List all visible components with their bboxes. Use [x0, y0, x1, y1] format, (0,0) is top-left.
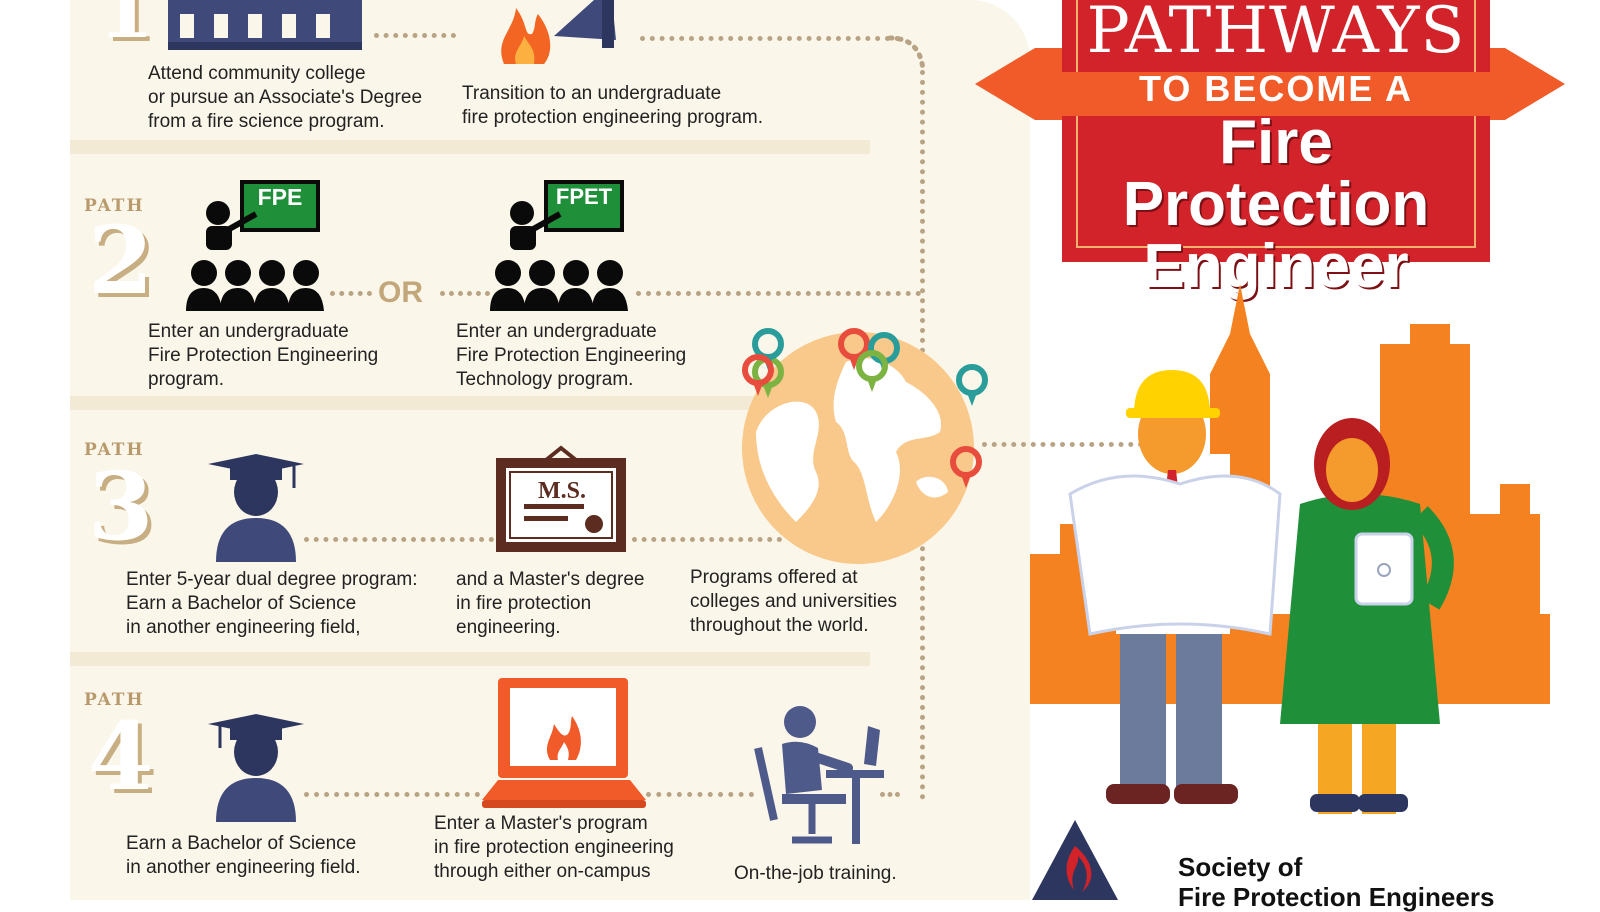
path1-step1-text: Attend community college or pursue an As… [148, 63, 423, 132]
connector [374, 33, 456, 38]
masters-certificate-icon [496, 445, 626, 552]
path2-step2-text: Enter an undergraduate Fire Protection E… [456, 321, 687, 390]
laptop-icon [482, 678, 646, 808]
path3-step3-text: Programs offered at colleges and univers… [690, 567, 898, 636]
ms-label: M.S. [538, 478, 586, 504]
connector [440, 291, 490, 296]
path-label: PATH [84, 690, 145, 710]
engineers-illustration [1030, 284, 1550, 814]
globe-icon [742, 328, 988, 564]
row-divider [70, 140, 870, 154]
path-number: 4 [88, 702, 154, 812]
connector [646, 792, 754, 797]
connector-curve [887, 35, 926, 73]
title-banner [1062, 0, 1490, 262]
path2-step1-text: Enter an undergraduate Fire Protection E… [148, 321, 379, 390]
college-building-icon [168, 0, 362, 50]
title-pathways: PATHWAYS [1086, 0, 1466, 68]
fpe-badge: FPE [257, 184, 303, 210]
sfpe-name: Society of Fire Protection Engineers [1178, 852, 1495, 912]
connector [636, 291, 921, 296]
row-divider [70, 396, 870, 410]
graduate-icon [208, 454, 304, 562]
path1-step2-text: Transition to an undergraduate fire prot… [462, 83, 764, 128]
connector [632, 537, 782, 542]
office-worker-icon [754, 706, 884, 844]
fire-extinguisher-icon [501, 0, 616, 64]
fpet-badge: FPET [555, 184, 613, 209]
path4-step3-text: On-the-job training. [734, 863, 897, 884]
connector [640, 36, 900, 41]
path3-step2-text: and a Master's degree in fire protection… [456, 569, 645, 638]
sfpe-logo-icon [1032, 820, 1118, 900]
path-label: PATH [84, 440, 145, 460]
connector [880, 792, 900, 797]
classroom-icon [186, 180, 324, 311]
path-number: 2 [88, 206, 154, 316]
title-to-become: TO BECOME A [1138, 68, 1414, 109]
or-label: OR [378, 276, 423, 309]
title-ribbon-band [1040, 72, 1512, 116]
path-number: 3 [88, 452, 154, 562]
connector [304, 537, 494, 542]
path4-step1-text: Earn a Bachelor of Science in another en… [126, 833, 361, 878]
connector [330, 291, 372, 296]
connector [304, 792, 480, 797]
connector [982, 442, 1192, 447]
graduate-icon [208, 714, 304, 822]
path4-step2-text: Enter a Master's program in fire protect… [434, 813, 674, 882]
title-profession: Fire Protection Engineer [1122, 108, 1430, 301]
classroom-icon [490, 180, 628, 311]
row-divider [70, 652, 870, 666]
path-label: PATH [84, 196, 145, 216]
path-number: 1 [98, 0, 154, 56]
path3-step1-text: Enter 5-year dual degree program: Earn a… [126, 569, 418, 638]
